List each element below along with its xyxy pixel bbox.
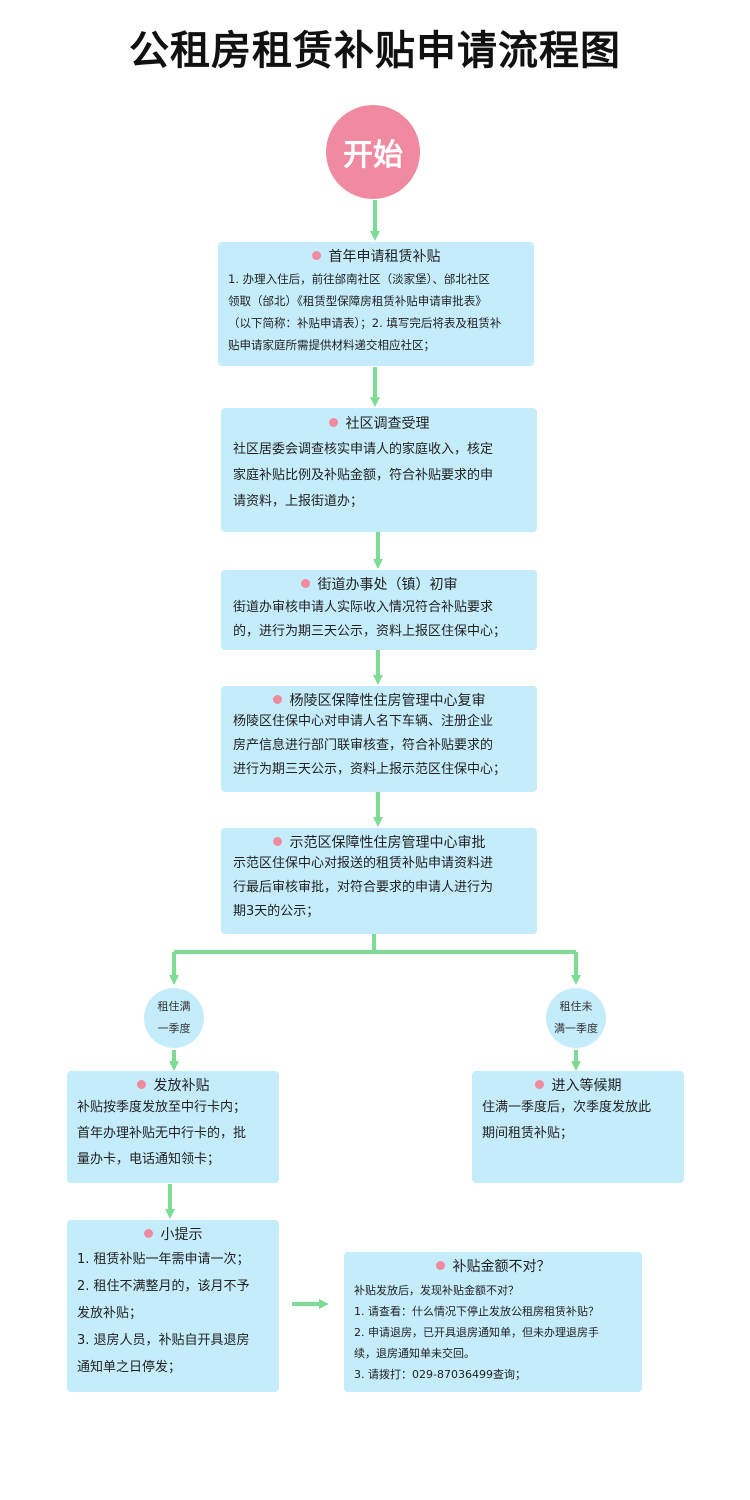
step-first-application: 首年申请租赁补贴 1. 办理入住后，前往邰南社区（淡家堡）、邰北社区 领取（邰北… [218, 242, 534, 366]
bullet-dot-icon [311, 251, 321, 260]
bullet-dot-icon [136, 1080, 146, 1089]
condition-full-quarter: 租住满 一季度 [144, 988, 204, 1048]
bullet-dot-icon [300, 579, 310, 588]
bullet-dot-icon [272, 837, 282, 846]
bullet-dot-icon [272, 695, 282, 704]
step-demo-zone-approval: 示范区保障性住房管理中心审批 示范区住保中心对报送的租赁补贴申请资料进 行最后审… [221, 828, 537, 934]
tips-box: 小提示 1. 租赁补贴一年需申请一次； 2. 租住不满整月的，该月不予 发放补贴… [67, 1220, 279, 1392]
bullet-dot-icon [143, 1229, 153, 1238]
branch-waiting-period: 进入等候期 住满一季度后，次季度发放此 期间租赁补贴； [472, 1071, 684, 1183]
bullet-dot-icon [328, 418, 338, 427]
bullet-dot-icon [435, 1261, 445, 1270]
condition-not-full-quarter: 租住未 满一季度 [546, 988, 606, 1048]
step-yangling-recheck: 杨陵区保障性住房管理中心复审 杨陵区住保中心对申请人名下车辆、注册企业 房产信息… [221, 686, 537, 792]
branch-issue-subsidy: 发放补贴 补贴按季度发放至中行卡内； 首年办理补贴无中行卡的，批 量办卡，电话通… [67, 1071, 279, 1183]
step-subdistrict-review: 街道办事处（镇）初审 街道办审核申请人实际收入情况符合补贴要求 的，进行为期三天… [221, 570, 537, 650]
step-community-acceptance: 社区调查受理 社区居委会调查核实申请人的家庭收入，核定 家庭补贴比例及补贴金额，… [221, 408, 537, 532]
page-title: 公租房租赁补贴申请流程图 [129, 27, 621, 74]
start-node: 开始 [326, 105, 420, 199]
wrong-amount-box: 补贴金额不对？ 补贴发放后，发现补贴金额不对？ 1. 请查看：什么情况下停止发放… [344, 1252, 642, 1392]
bullet-dot-icon [534, 1080, 544, 1089]
